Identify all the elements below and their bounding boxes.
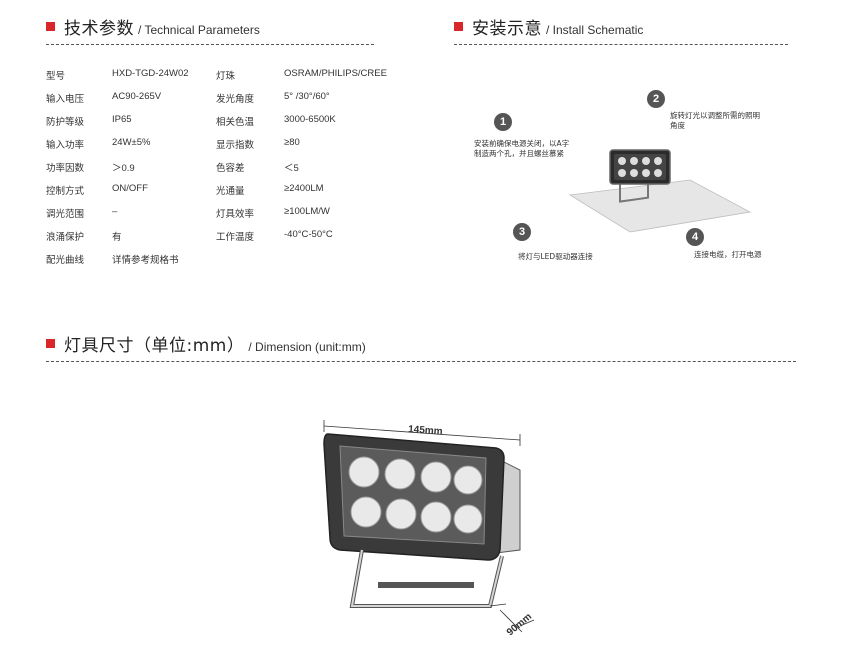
param-key: 灯珠 xyxy=(216,71,236,82)
step-2-text: 旋转灯光以调整所需的照明角度 xyxy=(670,111,760,130)
floodlight-small-icon xyxy=(609,149,671,203)
parameter-row: 输入功率 24W±5% 显示指数 ≥80 xyxy=(46,137,386,160)
param-value: ＜5 xyxy=(284,163,299,174)
lens-array xyxy=(348,456,483,534)
section-marker-icon xyxy=(454,22,463,31)
param-value: 详情参考规格书 xyxy=(112,255,179,266)
step-1-badge: 1 xyxy=(494,113,512,131)
technical-title-en: / Technical Parameters xyxy=(138,23,260,37)
param-key: 防护等级 xyxy=(46,117,85,128)
param-key: 显示指数 xyxy=(216,140,255,151)
param-key: 灯具效率 xyxy=(216,209,255,220)
mounting-surface xyxy=(568,179,752,233)
step-1-text: 安装前确保电源关闭，以A字制造两个孔，并且螺丝慕紧 xyxy=(474,139,570,158)
dimension-title-cn: 灯具尺寸（单位:mm） xyxy=(64,336,245,356)
parameter-row: 配光曲线 详情参考规格书 xyxy=(46,252,386,275)
install-section-header: 安装示意 / Install Schematic xyxy=(454,14,643,39)
parameter-row: 型号 HXD-TGD-24W02 灯珠 OSRAM/PHILIPS/CREE xyxy=(46,68,387,91)
install-title-en: / Install Schematic xyxy=(546,23,644,37)
dimension-divider xyxy=(46,361,796,362)
depth-dimension-line xyxy=(499,609,523,633)
technical-title-cn: 技术参数 xyxy=(64,19,134,39)
step-2-badge: 2 xyxy=(647,90,665,108)
param-value: ON/OFF xyxy=(112,183,148,194)
dimension-section-header: 灯具尺寸（单位:mm） / Dimension (unit:mm) xyxy=(46,331,366,356)
param-value: ≥80 xyxy=(284,137,300,148)
param-value: 24W±5% xyxy=(112,137,151,148)
param-value: -40°C-50°C xyxy=(284,229,333,240)
param-value: 有 xyxy=(112,232,122,243)
depth-label: 90mm xyxy=(505,611,534,638)
width-label: 145mm xyxy=(408,424,443,437)
step-3-text: 将灯与LED驱动器连接 xyxy=(518,252,593,261)
param-key: 发光角度 xyxy=(216,94,255,105)
param-value: ≥100LM/W xyxy=(284,206,330,217)
param-key: 输入功率 xyxy=(46,140,85,151)
param-value: ＞0.9 xyxy=(112,163,135,174)
param-value: 5° /30°/60° xyxy=(284,91,330,102)
param-key: 配光曲线 xyxy=(46,255,85,266)
param-key: 输入电压 xyxy=(46,94,85,105)
install-title-cn: 安装示意 xyxy=(472,19,542,39)
param-key: 调光范围 xyxy=(46,209,85,220)
step-3-badge: 3 xyxy=(513,223,531,241)
param-value: 3000-6500K xyxy=(284,114,336,125)
floodlight-dimension-drawing: 145mm 90mm xyxy=(323,420,535,638)
parameter-row: 防护等级 IP65 相关色温 3000-6500K xyxy=(46,114,386,137)
param-key: 工作温度 xyxy=(216,232,255,243)
param-value: IP65 xyxy=(112,114,132,125)
param-key: 相关色温 xyxy=(216,117,255,128)
dimension-title-en: / Dimension (unit:mm) xyxy=(248,340,366,354)
parameter-row: 输入电压 AC90-265V 发光角度 5° /30°/60° xyxy=(46,91,386,114)
parameter-row: 调光范围 – 灯具效率 ≥100LM/W xyxy=(46,206,386,229)
install-illustration xyxy=(568,149,752,233)
param-key: 浪涌保护 xyxy=(46,232,85,243)
param-key: 控制方式 xyxy=(46,186,85,197)
param-value: ≥2400LM xyxy=(284,183,324,194)
technical-section-header: 技术参数 / Technical Parameters xyxy=(46,14,260,39)
param-value: HXD-TGD-24W02 xyxy=(112,68,189,79)
param-key: 型号 xyxy=(46,71,66,82)
install-divider xyxy=(454,44,788,45)
param-key: 功率因数 xyxy=(46,163,85,174)
param-key: 光通量 xyxy=(216,186,245,197)
param-value: OSRAM/PHILIPS/CREE xyxy=(284,68,387,79)
section-marker-icon xyxy=(46,339,55,348)
param-value: AC90-265V xyxy=(112,91,162,102)
step-4-text: 连接电缆，打开电源 xyxy=(694,250,762,259)
bracket-slot xyxy=(378,582,474,588)
technical-divider xyxy=(46,44,374,45)
parameter-row: 控制方式 ON/OFF 光通量 ≥2400LM xyxy=(46,183,386,206)
param-key: 色容差 xyxy=(216,163,245,174)
width-dimension-line xyxy=(323,425,521,441)
section-marker-icon xyxy=(46,22,55,31)
parameter-row: 功率因数 ＞0.9 色容差 ＜5 xyxy=(46,160,386,183)
step-4-badge: 4 xyxy=(686,228,704,246)
parameter-row: 浪涌保护 有 工作温度 -40°C-50°C xyxy=(46,229,386,252)
param-value: – xyxy=(112,206,118,217)
